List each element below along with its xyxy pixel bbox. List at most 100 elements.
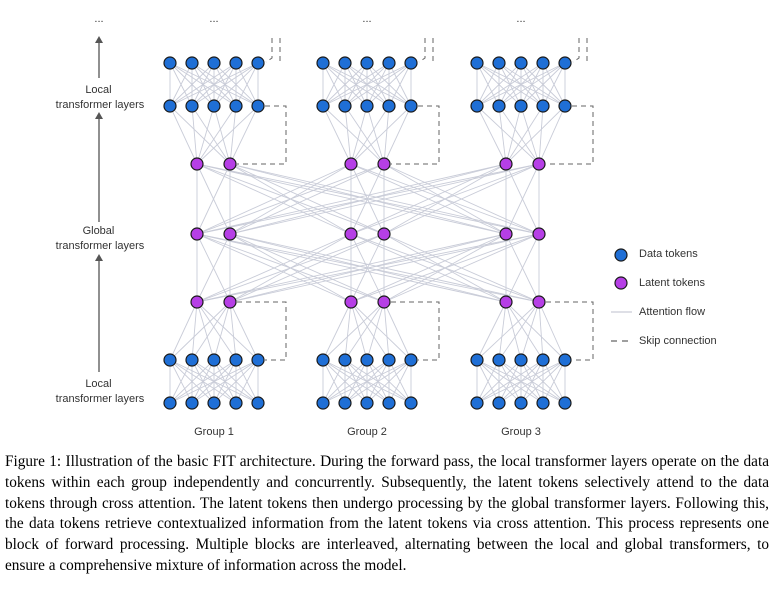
- attention-cross-bottom-g1: [229, 301, 237, 361]
- attention-global-upper: [383, 163, 540, 235]
- latent-token-g3: [532, 295, 546, 309]
- data-token-g1: [163, 99, 177, 113]
- attention-cross-bottom-g1: [169, 301, 231, 361]
- data-token-g3: [514, 99, 528, 113]
- attention-cross-top-g1: [191, 105, 231, 165]
- attention-global-lower: [196, 233, 507, 303]
- data-token-g3: [470, 396, 484, 410]
- attention-cross-bottom-g3: [520, 301, 540, 361]
- attention-cross-top-g3: [498, 105, 507, 165]
- skip-connection: [572, 38, 580, 63]
- legend-data-token-swatch: [614, 248, 628, 262]
- attention-local-g1-1: [169, 359, 237, 404]
- data-token-g1: [207, 353, 221, 367]
- latent-token-g3: [499, 295, 513, 309]
- data-token-g3: [514, 353, 528, 367]
- attention-cross-bottom-g2: [366, 301, 385, 361]
- attention-cross-bottom-g3: [505, 301, 522, 361]
- data-token-g1: [251, 353, 265, 367]
- attention-local-g1-0: [169, 62, 237, 107]
- attention-cross-top-g2: [383, 105, 390, 165]
- label-local-top: Local transformer layers: [56, 84, 145, 111]
- attention-global-upper: [350, 163, 540, 235]
- label-local-top-line-1: Local: [85, 84, 111, 96]
- attention-cross-top-g2: [350, 105, 390, 165]
- attention-local-g2-1: [322, 359, 346, 404]
- data-token-g2: [382, 56, 396, 70]
- token-nodes: [163, 56, 572, 410]
- skip-connection: [265, 38, 273, 63]
- attention-cross-top-g1: [196, 105, 237, 165]
- data-token-g2: [316, 99, 330, 113]
- attention-cross-bottom-g2: [344, 301, 385, 361]
- data-token-g2: [338, 99, 352, 113]
- attention-local-g1-0: [191, 62, 259, 107]
- data-token-g1: [229, 56, 243, 70]
- attention-cross-bottom-g3: [538, 301, 566, 361]
- attention-cross-top-g1: [229, 105, 237, 165]
- data-token-g3: [470, 353, 484, 367]
- attention-cross-bottom-g2: [322, 301, 352, 361]
- latent-token-g2: [377, 157, 391, 171]
- legend-skip-connection: Skip connection: [639, 335, 717, 347]
- latent-token-g2: [377, 227, 391, 241]
- figure-caption: Figure 1: Illustration of the basic FIT …: [5, 453, 769, 574]
- attention-cross-bottom-g3: [538, 301, 544, 361]
- attention-cross-bottom-g3: [498, 301, 540, 361]
- attention-local-g3-0: [476, 62, 566, 107]
- latent-token-g3: [532, 227, 546, 241]
- data-token-g1: [229, 99, 243, 113]
- data-token-g3: [558, 56, 572, 70]
- skip-connections: [237, 38, 594, 361]
- attention-local-g3-1: [520, 359, 566, 404]
- data-token-g3: [536, 396, 550, 410]
- latent-token-g2: [344, 227, 358, 241]
- attention-cross-top-g3: [476, 105, 507, 165]
- attention-local-g2-1: [322, 359, 390, 404]
- attention-local-g2-1: [366, 359, 412, 404]
- label-local-bottom-line-2: transformer layers: [56, 393, 145, 405]
- attention-local-g3-1: [542, 359, 566, 404]
- data-token-g3: [492, 56, 506, 70]
- data-token-g1: [185, 396, 199, 410]
- data-token-g1: [207, 99, 221, 113]
- attention-cross-bottom-g3: [505, 301, 544, 361]
- legend-data-tokens: Data tokens: [639, 248, 698, 260]
- attention-cross-top-g1: [191, 105, 198, 165]
- attention-cross-top-g1: [196, 105, 215, 165]
- attention-global-lower: [196, 233, 231, 303]
- attention-cross-bottom-g3: [476, 301, 507, 361]
- attention-global-lower: [196, 233, 352, 303]
- attention-local-g1-1: [169, 359, 193, 404]
- group-3-label: Group 3: [501, 426, 541, 438]
- attention-cross-top-g3: [498, 105, 540, 165]
- latent-token-g2: [344, 157, 358, 171]
- attention-cross-top-g3: [505, 105, 566, 165]
- data-token-g2: [382, 99, 396, 113]
- attention-local-g1-1: [169, 359, 259, 404]
- attention-cross-top-g1: [169, 105, 231, 165]
- data-token-g2: [316, 56, 330, 70]
- attention-global-lower: [196, 233, 385, 303]
- attention-local-g1-0: [235, 62, 259, 107]
- attention-cross-bottom-g2: [350, 301, 390, 361]
- attention-local-g3-0: [520, 62, 566, 107]
- attention-local-g1-1: [191, 359, 259, 404]
- data-token-g2: [316, 353, 330, 367]
- attention-cross-top-g2: [350, 105, 412, 165]
- data-token-g3: [470, 56, 484, 70]
- attention-global-lower: [350, 233, 540, 303]
- data-token-g2: [404, 396, 418, 410]
- data-token-g1: [185, 56, 199, 70]
- label-local-top-line-2: transformer layers: [56, 99, 145, 111]
- arrow-up-top-head: [95, 36, 103, 43]
- data-token-g2: [404, 99, 418, 113]
- data-token-g2: [360, 99, 374, 113]
- attention-local-g2-0: [388, 62, 412, 107]
- attention-local-g2-0: [344, 62, 412, 107]
- legend: Data tokens Latent tokens Attention flow…: [611, 248, 717, 347]
- data-token-g3: [536, 56, 550, 70]
- attention-cross-bottom-g1: [213, 301, 231, 361]
- attention-cross-bottom-g3: [476, 301, 540, 361]
- latent-token-g1: [190, 157, 204, 171]
